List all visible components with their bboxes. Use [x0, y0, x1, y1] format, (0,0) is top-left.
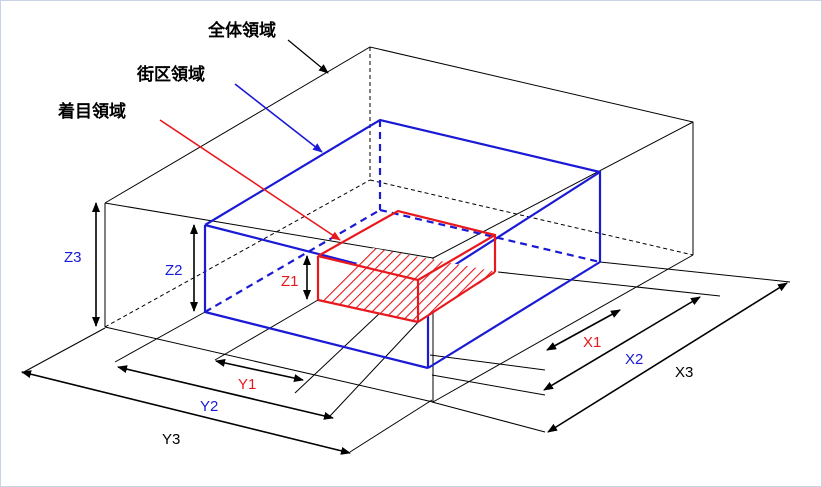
whole-region-box [104, 46, 694, 403]
block-region-box [203, 118, 602, 370]
block-region-label: 街区領域 [136, 64, 205, 85]
x2-label: X2 [625, 351, 643, 368]
focus-region-box [316, 209, 498, 324]
whole-region-label: 全体領域 [207, 20, 276, 41]
x3-label: X3 [675, 364, 693, 381]
leader-arrow-focus [159, 119, 341, 241]
z3-label: Z3 [64, 249, 82, 266]
leader-arrow-whole [287, 39, 329, 74]
dimension-arrows [21, 202, 788, 455]
y2-label: Y2 [200, 398, 218, 415]
y1-arrow [215, 359, 304, 382]
focus-region-label: 着目領域 [57, 101, 126, 122]
y1-label: Y1 [238, 376, 256, 393]
y3-label: Y3 [162, 431, 180, 448]
x1-label: X1 [583, 334, 601, 351]
z2-label: Z2 [165, 262, 183, 279]
y3-arrow [21, 370, 351, 455]
z1-label: Z1 [281, 273, 299, 290]
leader-arrow-block [234, 83, 323, 153]
x3-arrow [547, 282, 788, 433]
y2-arrow [117, 365, 334, 420]
